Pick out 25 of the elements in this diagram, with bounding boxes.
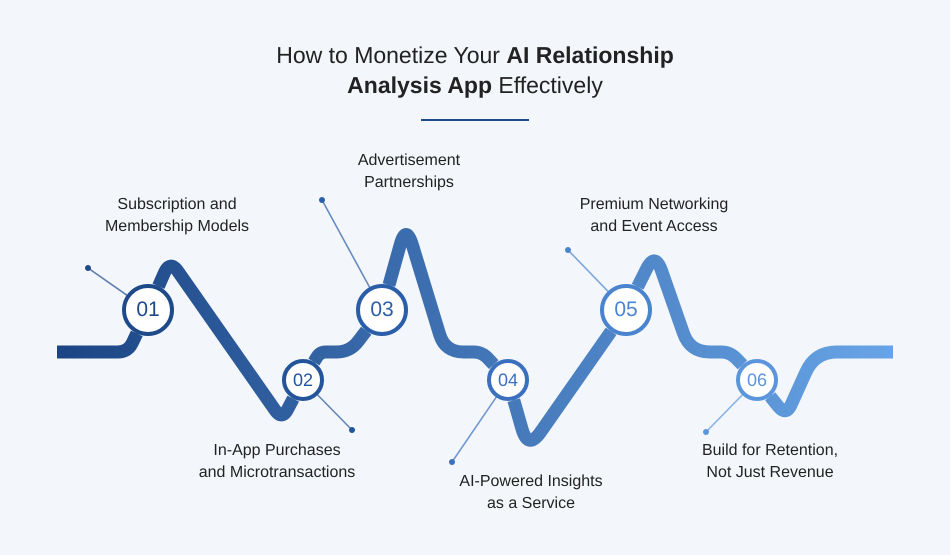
title: How to Monetize Your AI Relationship Analysis App Effectively <box>275 41 675 100</box>
leader-line <box>316 394 355 433</box>
leader-line <box>449 396 497 465</box>
step-number-circle: 06 <box>736 359 778 401</box>
step-number-circle: 02 <box>282 359 324 401</box>
step-number-circle: 01 <box>122 284 174 336</box>
leader-line <box>703 394 744 435</box>
wave-line <box>308 326 372 366</box>
leader-line <box>319 197 370 288</box>
step-label: Subscription and Membership Models <box>77 194 277 268</box>
wave-line <box>632 254 748 370</box>
step-number-circle: 03 <box>356 284 408 336</box>
wave-line <box>765 346 893 418</box>
step-label: Build for Retention, Not Just Revenue <box>670 432 870 484</box>
wave-line <box>382 228 498 370</box>
wave-line <box>152 260 299 422</box>
leader-line <box>565 247 609 292</box>
step-number-circle: 04 <box>487 359 529 401</box>
step-label: Advertisement Partnerships <box>319 150 499 200</box>
leader-line <box>85 265 128 296</box>
step-label: AI-Powered Insights as a Service <box>431 462 631 515</box>
step-label: Premium Networking and Event Access <box>549 194 759 250</box>
wave-line <box>508 328 616 447</box>
step-label: In-App Purchases and Microtransactions <box>177 430 377 484</box>
step-number-circle: 05 <box>600 284 652 336</box>
